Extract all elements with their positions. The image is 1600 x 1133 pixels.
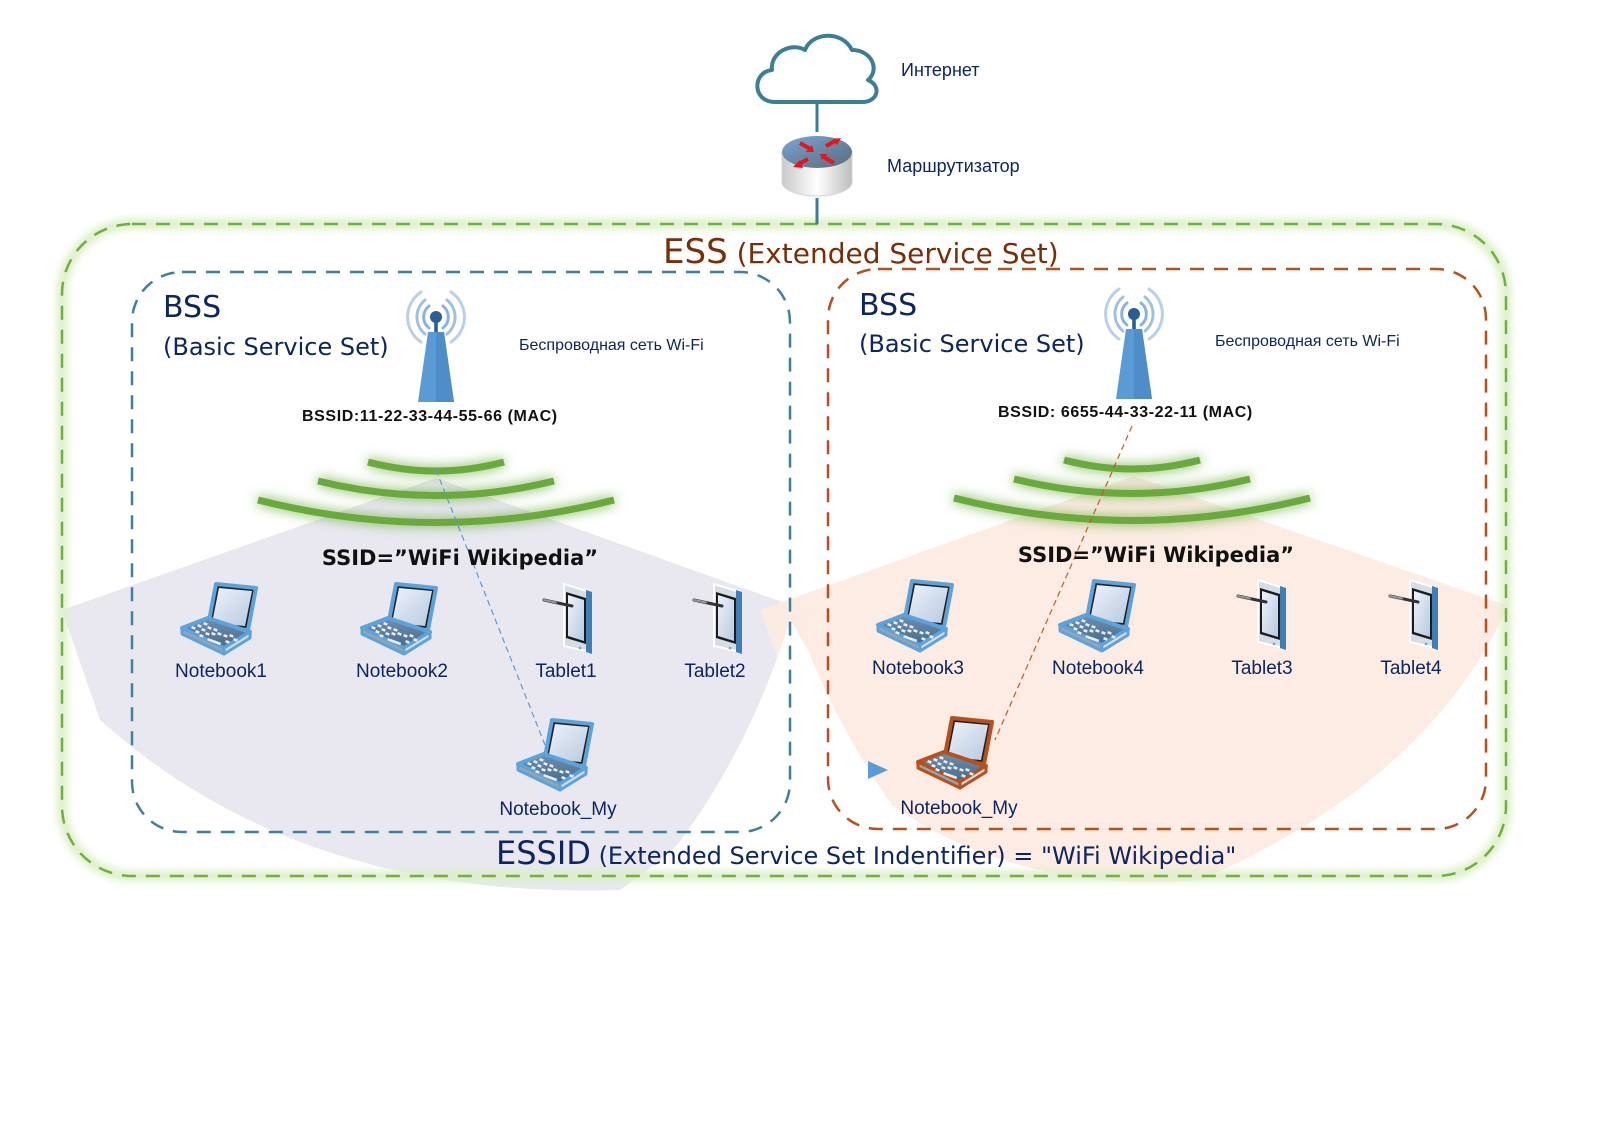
notebook1-label: Notebook1 (175, 661, 267, 682)
notebook-my-bss1-label: Notebook_My (499, 799, 617, 820)
bss1-boundary (130, 270, 792, 834)
ess-abbr: ESS (663, 232, 728, 272)
tablet2-label: Tablet2 (684, 661, 746, 682)
bss2-network-label: Беспроводная сеть Wi-Fi (1215, 333, 1400, 350)
essid-label: ESSID (Extended Service Set Indentifier)… (496, 834, 1236, 872)
ess-boundary (60, 222, 1508, 878)
ess-title: ESS (Extended Service Set) (663, 232, 1059, 272)
bss1-network-label: Беспроводная сеть Wi-Fi (519, 337, 704, 354)
bss2-ssid: SSID=”WiFi Wikipedia” (1017, 543, 1295, 567)
notebook3-label: Notebook3 (872, 658, 964, 679)
coverage-gap (640, 620, 960, 890)
association-line-bss2 (994, 425, 1133, 741)
bss2-boundary (826, 267, 1488, 831)
access-point-2-icon (1104, 287, 1164, 401)
tablet1-label: Tablet1 (535, 661, 597, 682)
bss1-bssid: BSSID:11-22-33-44-55-66 (MAC) (302, 408, 558, 425)
bss1-subtitle: (Basic Service Set) (163, 333, 389, 361)
wifi-signal-2-icon (953, 456, 1311, 524)
bss1-ssid: SSID=”WiFi Wikipedia” (321, 546, 599, 570)
router-label: Маршрутизатор (887, 156, 1020, 176)
tablet4-label: Tablet4 (1380, 658, 1442, 679)
tablet3-label: Tablet3 (1231, 658, 1293, 679)
notebook-my-bss2-label: Notebook_My (900, 798, 1018, 819)
cloud-icon (755, 33, 879, 104)
essid-abbr: ESSID (496, 834, 591, 872)
notebook4-label: Notebook4 (1052, 658, 1144, 679)
bss2-title: BSS (859, 288, 918, 323)
ess-full: (Extended Service Set) (736, 237, 1059, 270)
notebook2-label: Notebook2 (356, 661, 448, 682)
router-icon (781, 136, 853, 197)
roaming-arrow-head-icon (868, 761, 888, 779)
essid-full: (Extended Service Set Indentifier) = "Wi… (598, 842, 1237, 870)
bss2-bssid: BSSID: 6655-44-33-22-11 (MAC) (998, 404, 1253, 421)
bss2-subtitle: (Basic Service Set) (859, 330, 1085, 358)
internet-label: Интернет (901, 60, 980, 80)
access-point-1-icon (406, 290, 466, 404)
bss1-coverage-area (62, 478, 810, 891)
bss1-title: BSS (163, 290, 222, 325)
